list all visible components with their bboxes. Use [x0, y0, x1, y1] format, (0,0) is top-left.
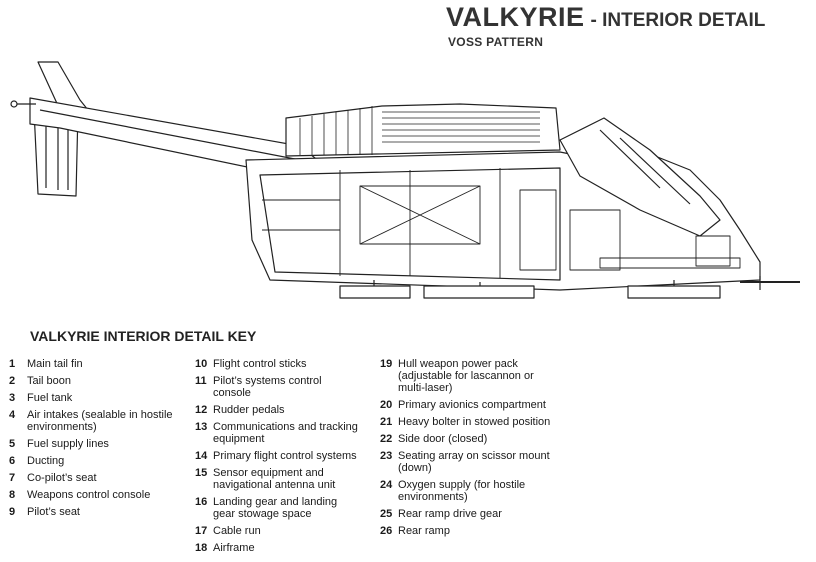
key-number: 20: [380, 399, 393, 411]
key-label: Sensor equipment and navigational antenn…: [213, 467, 336, 491]
key-item: 9 Pilot’s seat: [9, 506, 177, 518]
key-label: Airframe: [213, 542, 255, 554]
key-heading: VALKYRIE INTERIOR DETAIL KEY: [30, 328, 257, 344]
key-item: 11 Pilot’s systems control console: [195, 375, 361, 399]
key-number: 21: [380, 416, 393, 428]
key-item: 23 Seating array on scissor mount (down): [380, 450, 558, 474]
key-item: 5 Fuel supply lines: [9, 438, 177, 450]
key-item: 3 Fuel tank: [9, 392, 177, 404]
key-number: 6: [9, 455, 16, 467]
key-label: Tail boon: [27, 375, 72, 387]
key-number: 22: [380, 433, 393, 445]
key-number: 16: [195, 496, 208, 508]
key-item: 7 Co-pilot’s seat: [9, 472, 177, 484]
key-number: 18: [195, 542, 208, 554]
callout-marker: [10, 100, 18, 108]
key-label: Rear ramp: [398, 525, 450, 537]
key-label: Side door (closed): [398, 433, 488, 445]
key-number: 12: [195, 404, 208, 416]
key-label: Seating array on scissor mount (down): [398, 450, 550, 474]
key-item: 22 Side door (closed): [380, 433, 558, 445]
key-item: 24 Oxygen supply (for hostile environment…: [380, 479, 558, 503]
key-label: Heavy bolter in stowed position: [398, 416, 551, 428]
valkyrie-cutaway-diagram: [10, 61, 800, 299]
key-label: Hull weapon power pack (adjustable for l…: [398, 358, 534, 394]
key-item: 1 Main tail fin: [9, 358, 177, 370]
key-label: Primary flight control systems: [213, 450, 357, 462]
key-label: Ducting: [27, 455, 65, 467]
key-number: 14: [195, 450, 208, 462]
key-item: 2 Tail boon: [9, 375, 177, 387]
key-label: Main tail fin: [27, 358, 83, 370]
key-number: 5: [9, 438, 16, 450]
key-number: 9: [9, 506, 16, 518]
landing-skid-front: [627, 285, 721, 299]
key-item: 8 Weapons control console: [9, 489, 177, 501]
key-number: 8: [9, 489, 16, 501]
page-title: VALKYRIE- INTERIOR DETAIL: [446, 2, 765, 33]
key-number: 13: [195, 421, 208, 433]
key-item: 18 Airframe: [195, 542, 361, 554]
key-number: 23: [380, 450, 393, 462]
key-number: 3: [9, 392, 16, 404]
key-item: 13 Communications and tracking equipment: [195, 421, 361, 445]
key-label: Primary avionics compartment: [398, 399, 546, 411]
key-column-1: 1 Main tail fin 2 Tail boon 3 Fuel tank 4 Air i…: [9, 358, 177, 523]
key-number: 11: [195, 375, 207, 387]
key-number: 2: [9, 375, 16, 387]
key-label: Flight control sticks: [213, 358, 307, 370]
key-item: 10 Flight control sticks: [195, 358, 361, 370]
key-label: Air intakes (sealable in hostile environ…: [27, 409, 173, 433]
title-sub: - INTERIOR DETAIL: [590, 10, 766, 31]
landing-skid-rear: [339, 285, 411, 299]
key-number: 25: [380, 508, 393, 520]
key-item: 14 Primary flight control systems: [195, 450, 361, 462]
key-item: 16 Landing gear and landing gear stowage …: [195, 496, 361, 520]
key-number: 17: [195, 525, 208, 537]
cockpit-canopy: [559, 117, 721, 237]
key-label: Pilot’s systems control console: [213, 375, 322, 399]
title-main: VALKYRIE: [446, 2, 585, 32]
key-label: Communications and tracking equipment: [213, 421, 358, 445]
key-number: 7: [9, 472, 16, 484]
tail-fin: [37, 61, 89, 111]
key-label: Fuel tank: [27, 392, 73, 404]
key-label: Pilot’s seat: [27, 506, 80, 518]
key-number: 4: [9, 409, 16, 421]
key-number: 19: [380, 358, 393, 370]
key-label: Cable run: [213, 525, 261, 537]
key-label: Weapons control console: [27, 489, 151, 501]
key-item: 4 Air intakes (sealable in hostile enviro…: [9, 409, 177, 433]
key-item: 15 Sensor equipment and navigational ante…: [195, 467, 361, 491]
landing-skid-mid: [423, 285, 535, 299]
key-number: 26: [380, 525, 393, 537]
key-column-3: 19 Hull weapon power pack (adjustable for…: [380, 358, 558, 542]
key-column-2: 10 Flight control sticks 11 Pilot’s systems…: [195, 358, 361, 559]
pattern-subtitle: VOSS PATTERN: [448, 35, 544, 49]
key-label: Oxygen supply (for hostile environments): [398, 479, 526, 503]
key-number: 15: [195, 467, 208, 479]
key-item: 25 Rear ramp drive gear: [380, 508, 558, 520]
key-label: Rear ramp drive gear: [398, 508, 502, 520]
key-item: 26 Rear ramp: [380, 525, 558, 537]
key-label: Co-pilot’s seat: [27, 472, 97, 484]
key-label: Fuel supply lines: [27, 438, 109, 450]
key-item: 21 Heavy bolter in stowed position: [380, 416, 558, 428]
key-number: 10: [195, 358, 208, 370]
key-number: 24: [380, 479, 393, 491]
key-label: Rudder pedals: [213, 404, 285, 416]
key-item: 19 Hull weapon power pack (adjustable for…: [380, 358, 558, 394]
key-item: 20 Primary avionics compartment: [380, 399, 558, 411]
key-item: 6 Ducting: [9, 455, 177, 467]
key-number: 1: [9, 358, 16, 370]
key-item: 17 Cable run: [195, 525, 361, 537]
key-label: Landing gear and landing gear stowage sp…: [213, 496, 338, 520]
key-item: 12 Rudder pedals: [195, 404, 361, 416]
